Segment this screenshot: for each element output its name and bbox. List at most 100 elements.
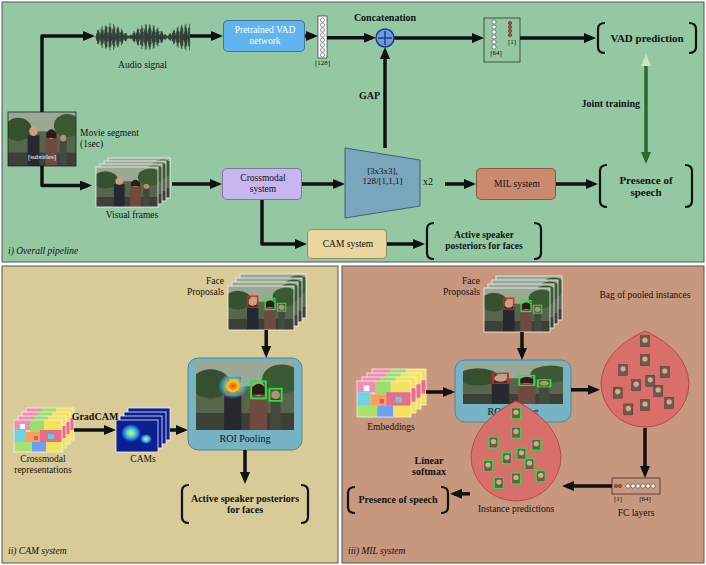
illustration-part	[348, 487, 355, 513]
illustration-part	[513, 475, 518, 480]
flow-arrow	[520, 36, 592, 40]
roi-pooling-ground	[455, 360, 571, 422]
illustration-part	[320, 43, 324, 47]
flow-arrow	[170, 428, 184, 432]
illustration-part	[116, 420, 158, 452]
illustration-part	[512, 408, 521, 419]
illustration-part	[357, 381, 411, 417]
process-box: CAM system	[307, 229, 387, 259]
illustration-part	[534, 441, 539, 446]
illustration-part	[320, 53, 324, 57]
node-text: i) Overall pipeline	[8, 246, 148, 257]
node-text: ROI Pooling	[188, 433, 302, 444]
node-text: Face Proposals	[176, 276, 224, 297]
node-text: CAMs	[116, 454, 170, 465]
flow-arrow	[42, 166, 88, 186]
node-text: [1]	[504, 39, 520, 47]
node-text: Crossmodal system	[228, 173, 298, 194]
illustration-part	[228, 286, 294, 330]
illustration-part	[484, 18, 520, 62]
illustration-part	[656, 387, 661, 392]
illustration-part	[631, 484, 635, 488]
flow-arrow	[305, 34, 314, 38]
illustration-part	[441, 487, 448, 513]
node-text: Face Proposals	[432, 276, 480, 297]
illustration-part	[685, 165, 692, 207]
illustration-part	[320, 28, 324, 32]
illustration-part	[641, 484, 645, 488]
flow-arrow	[190, 34, 219, 38]
edge-label: Joint training	[572, 98, 640, 109]
illustration-part	[642, 357, 647, 362]
node-text: iii) MIL system	[348, 546, 488, 557]
flow-arrow	[42, 36, 91, 112]
flow-arrow	[445, 182, 472, 186]
illustration-part	[512, 427, 521, 438]
flow-arrow	[302, 182, 341, 186]
feature-vector: [128]	[318, 16, 327, 58]
node-text: CAM system	[313, 239, 383, 250]
illustration-part	[481, 288, 555, 332]
frame-stack: Face Proposals	[484, 274, 562, 332]
concat-symbol: Concatenation	[376, 29, 394, 47]
node-text: Bag of pooled instances	[596, 290, 694, 301]
output-bracket: Active speaker posteriors for faces	[180, 484, 310, 524]
face-proposals	[225, 274, 311, 330]
illustration-part	[301, 485, 308, 523]
output-bracket: VAD prediction	[596, 22, 698, 54]
illustration-part	[619, 364, 628, 375]
instance-bag-outline	[600, 330, 690, 428]
edge-label: Linear softmax	[398, 455, 460, 477]
node-text: Movie segment (1sec)	[80, 128, 142, 149]
illustration-part	[492, 20, 496, 24]
flow-arrow	[643, 428, 647, 474]
illustration-part	[513, 429, 518, 434]
edge-label: GAP	[348, 90, 380, 101]
illustration-part	[598, 23, 605, 53]
illustration-part	[508, 29, 511, 32]
flow-arrow	[566, 484, 612, 488]
vector-concat	[484, 18, 520, 62]
illustration-part	[636, 484, 640, 488]
illustration-part	[536, 471, 545, 482]
instance-bag: Instance predictions	[470, 400, 562, 502]
vector-128	[318, 16, 327, 58]
process-box: MIL system	[476, 168, 556, 200]
face-proposals	[481, 276, 567, 332]
illustration-part	[662, 368, 667, 373]
vector-fc	[612, 478, 660, 494]
feature-stack: Embeddings	[356, 368, 426, 418]
illustration-part	[320, 23, 324, 27]
panel-band: iii) MIL systemFace ProposalsEmbeddingsR…	[342, 266, 704, 563]
flow-arrow	[644, 58, 648, 160]
illustration-part	[601, 331, 689, 427]
node-text: FC layers	[606, 508, 666, 519]
node-text: Pretrained VAD network	[229, 25, 301, 46]
illustration-part	[188, 358, 302, 450]
movie-still	[5, 112, 82, 166]
illustration-part	[496, 479, 501, 484]
frame-stack: Visual frames	[92, 158, 172, 208]
illustration-part	[654, 385, 663, 396]
illustration-part	[632, 380, 641, 391]
illustration-part	[484, 460, 493, 471]
flow-arrow	[571, 388, 596, 392]
illustration-part	[504, 455, 509, 460]
node-text: Audio signal	[95, 60, 190, 71]
illustration-part	[345, 148, 420, 218]
panel-band: ii) CAM systemFace ProposalsCrossmodal r…	[2, 266, 338, 563]
illustration-part	[492, 45, 496, 49]
illustration-part	[600, 165, 607, 207]
panel-band: i) Overall pipeline[subtitles]Movie segm…	[2, 2, 704, 262]
flow-arrow	[383, 51, 387, 148]
illustration-part	[648, 377, 653, 382]
illustration-part	[642, 401, 647, 406]
node-text: x2	[423, 176, 443, 187]
embedding-maps	[357, 369, 426, 417]
illustration-part	[492, 35, 496, 39]
flow-arrow	[262, 200, 303, 244]
roi-pooling-ground	[188, 358, 302, 450]
node-text: [3x3x3], 128/[1,1,1]	[349, 166, 416, 186]
illustration-part	[641, 355, 650, 366]
